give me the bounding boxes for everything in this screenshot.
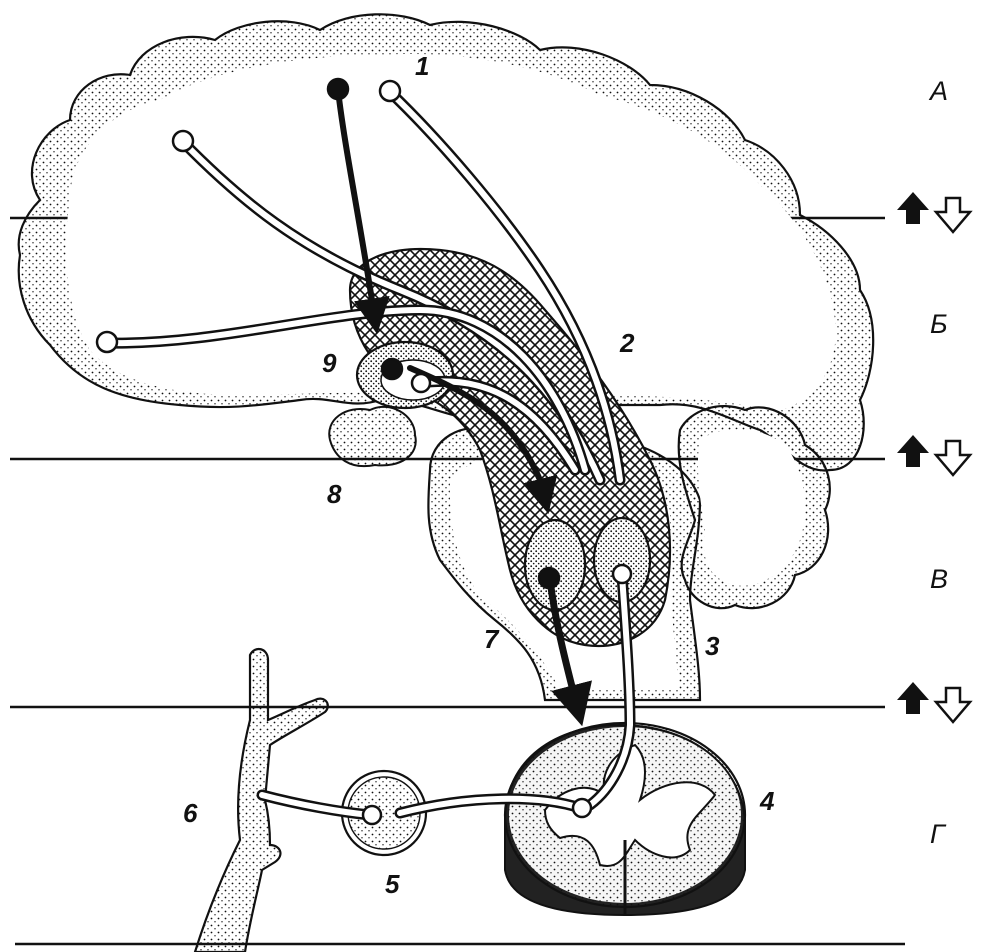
label-8: 8: [327, 479, 342, 509]
label-3: 3: [705, 631, 720, 661]
zone-label-b: Б: [930, 309, 948, 339]
label-7: 7: [484, 624, 500, 654]
label-4: 4: [759, 786, 775, 816]
zone-label-v: В: [930, 564, 948, 594]
small-gyrus-8: [329, 407, 416, 466]
level-arrows-2: [897, 435, 970, 475]
level-arrows-3: [897, 682, 970, 722]
label-5: 5: [385, 869, 400, 899]
label-9: 9: [322, 348, 337, 378]
label-2: 2: [619, 328, 635, 358]
level-arrows-1: [897, 192, 970, 232]
zone-label-g: Г: [930, 819, 947, 849]
label-1: 1: [415, 51, 429, 81]
label-6: 6: [183, 798, 198, 828]
zone-label-a: А: [928, 76, 948, 106]
